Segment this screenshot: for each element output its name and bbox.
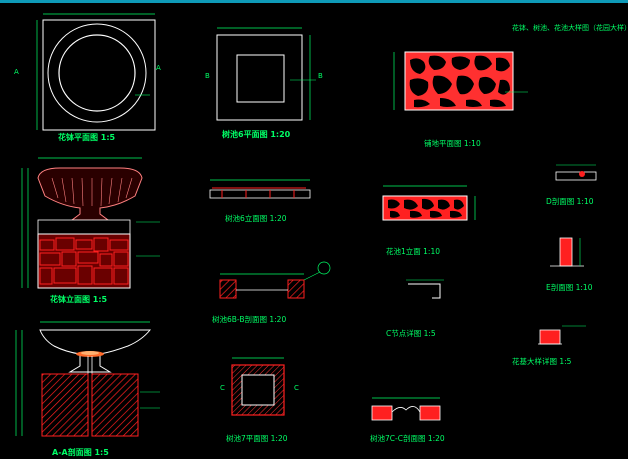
treepit6-plan[interactable]: B B 树池6平面图 1:20 — [205, 27, 323, 139]
accent-bar — [0, 0, 628, 3]
caption-treepit6-plan: 树池6平面图 1:20 — [222, 129, 291, 139]
treepit6-elevation[interactable]: 树池6立面图 1:20 — [209, 179, 311, 223]
caption-node-c-detail: C节点详图 1:5 — [386, 328, 436, 338]
treepit6-section[interactable]: 树池6B-B剖面图 1:20 — [212, 261, 331, 324]
section-mark-a-right: A — [156, 64, 161, 72]
flowerpot-section[interactable]: A-A剖面图 1:5 — [15, 321, 160, 457]
treepit7-plan[interactable]: C C 树池7平面图 1:20 — [220, 357, 299, 443]
caption-planter1-elevation: 花池1立面 1:10 — [386, 246, 440, 256]
section-mark-b-right: B — [318, 72, 323, 80]
caption-treepit7-plan: 树池7平面图 1:20 — [226, 433, 288, 443]
node-c-detail[interactable]: C节点详图 1:5 — [386, 279, 444, 338]
caption-treepit6-section: 树池6B-B剖面图 1:20 — [212, 314, 286, 324]
caption-treepit7-section: 树池7C-C剖面图 1:20 — [370, 433, 445, 443]
caption-section-d: D剖面图 1:10 — [546, 196, 594, 206]
caption-flowerpot-section: A-A剖面图 1:5 — [52, 447, 109, 457]
section-e[interactable]: E剖面图 1:10 — [546, 237, 593, 292]
section-mark-b-left: B — [205, 72, 210, 80]
caption-treepit6-elevation: 树池6立面图 1:20 — [225, 213, 287, 223]
treepit7-section[interactable]: 树池7C-C剖面图 1:20 — [370, 397, 445, 443]
section-d[interactable]: D剖面图 1:10 — [546, 164, 597, 206]
caption-paving-plan: 铺地平面图 1:10 — [424, 138, 481, 148]
paving-plan[interactable]: 铺地平面图 1:10 — [393, 51, 528, 148]
caption-flowerpot-elevation: 花钵立面图 1:5 — [50, 294, 108, 304]
caption-section-e: E剖面图 1:10 — [546, 282, 593, 292]
section-mark-c-left: C — [220, 384, 225, 392]
cad-drawing-canvas[interactable]: 花钵、树池、花池大样图（花园大样） A A 花钵平面图 1:5 花钵 — [0, 3, 628, 459]
section-mark-c-right: C — [294, 384, 299, 392]
flowerpot-plan[interactable]: A A 花钵平面图 1:5 — [14, 13, 161, 142]
section-mark-a-left: A — [14, 68, 19, 76]
planter1-elevation[interactable]: 花池1立面 1:10 — [382, 185, 476, 256]
flowerpot-elevation[interactable]: 花钵立面图 1:5 — [21, 157, 160, 304]
seat-base-detail[interactable]: 花基大样详图 1:5 — [512, 325, 586, 366]
caption-seat-base-detail: 花基大样详图 1:5 — [512, 356, 572, 366]
drawing-note: 花钵、树池、花池大样图（花园大样） — [512, 23, 628, 32]
caption-flowerpot-plan: 花钵平面图 1:5 — [58, 132, 116, 142]
